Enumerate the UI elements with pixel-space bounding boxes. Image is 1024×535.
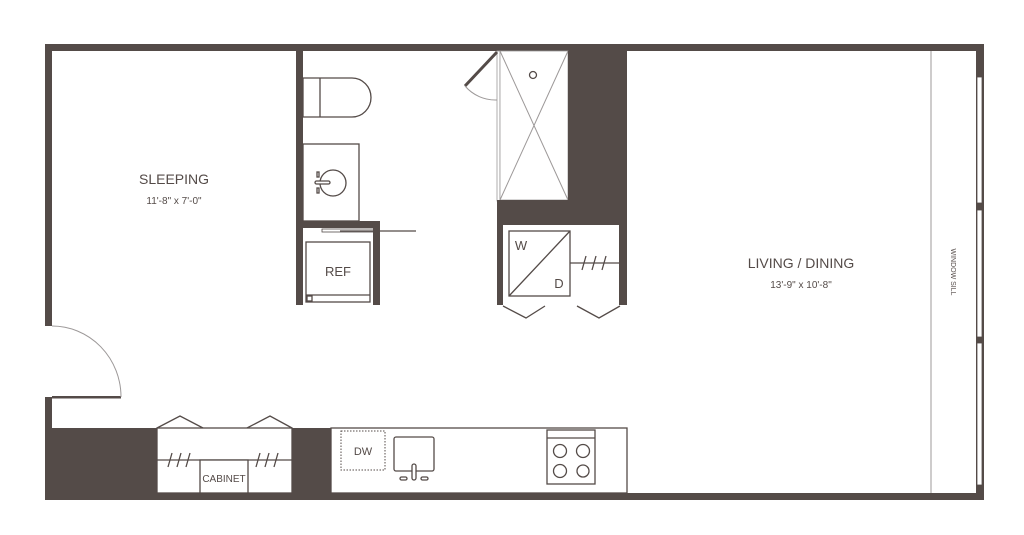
room-name-living-dining: LIVING / DINING	[748, 255, 855, 271]
dryer-label: D	[554, 276, 563, 291]
vanity	[302, 143, 360, 222]
room-dimensions-sleeping: 11'-8" x 7'-0"	[146, 196, 202, 207]
laundry-bifold-doors[interactable]	[502, 305, 621, 319]
dishwasher	[340, 430, 386, 471]
cabinet	[199, 459, 249, 494]
kitchen: DW	[330, 427, 628, 494]
dishwasher-label: DW	[354, 446, 373, 458]
windows	[930, 51, 983, 493]
bathroom: REF	[296, 50, 627, 305]
bathroom-door[interactable]	[463, 50, 499, 88]
laundry-closet: W D	[497, 225, 627, 319]
room-name-sleeping: SLEEPING	[139, 171, 209, 187]
toilet-icon	[302, 77, 372, 118]
room-dimensions-living-dining: 13'-9" x 10'-8"	[770, 280, 832, 291]
washer-label: W	[515, 238, 528, 253]
entry-door-swing[interactable]	[51, 325, 122, 398]
shower-drain-icon	[528, 70, 538, 80]
window-sill-label: WINDOW SILL	[949, 248, 956, 295]
closet-bifold-doors[interactable]	[156, 415, 293, 429]
ref-label: REF	[325, 264, 351, 279]
closet: CABINET	[52, 415, 331, 494]
refrigerator	[305, 241, 371, 303]
cabinet-label: CABINET	[202, 474, 245, 485]
